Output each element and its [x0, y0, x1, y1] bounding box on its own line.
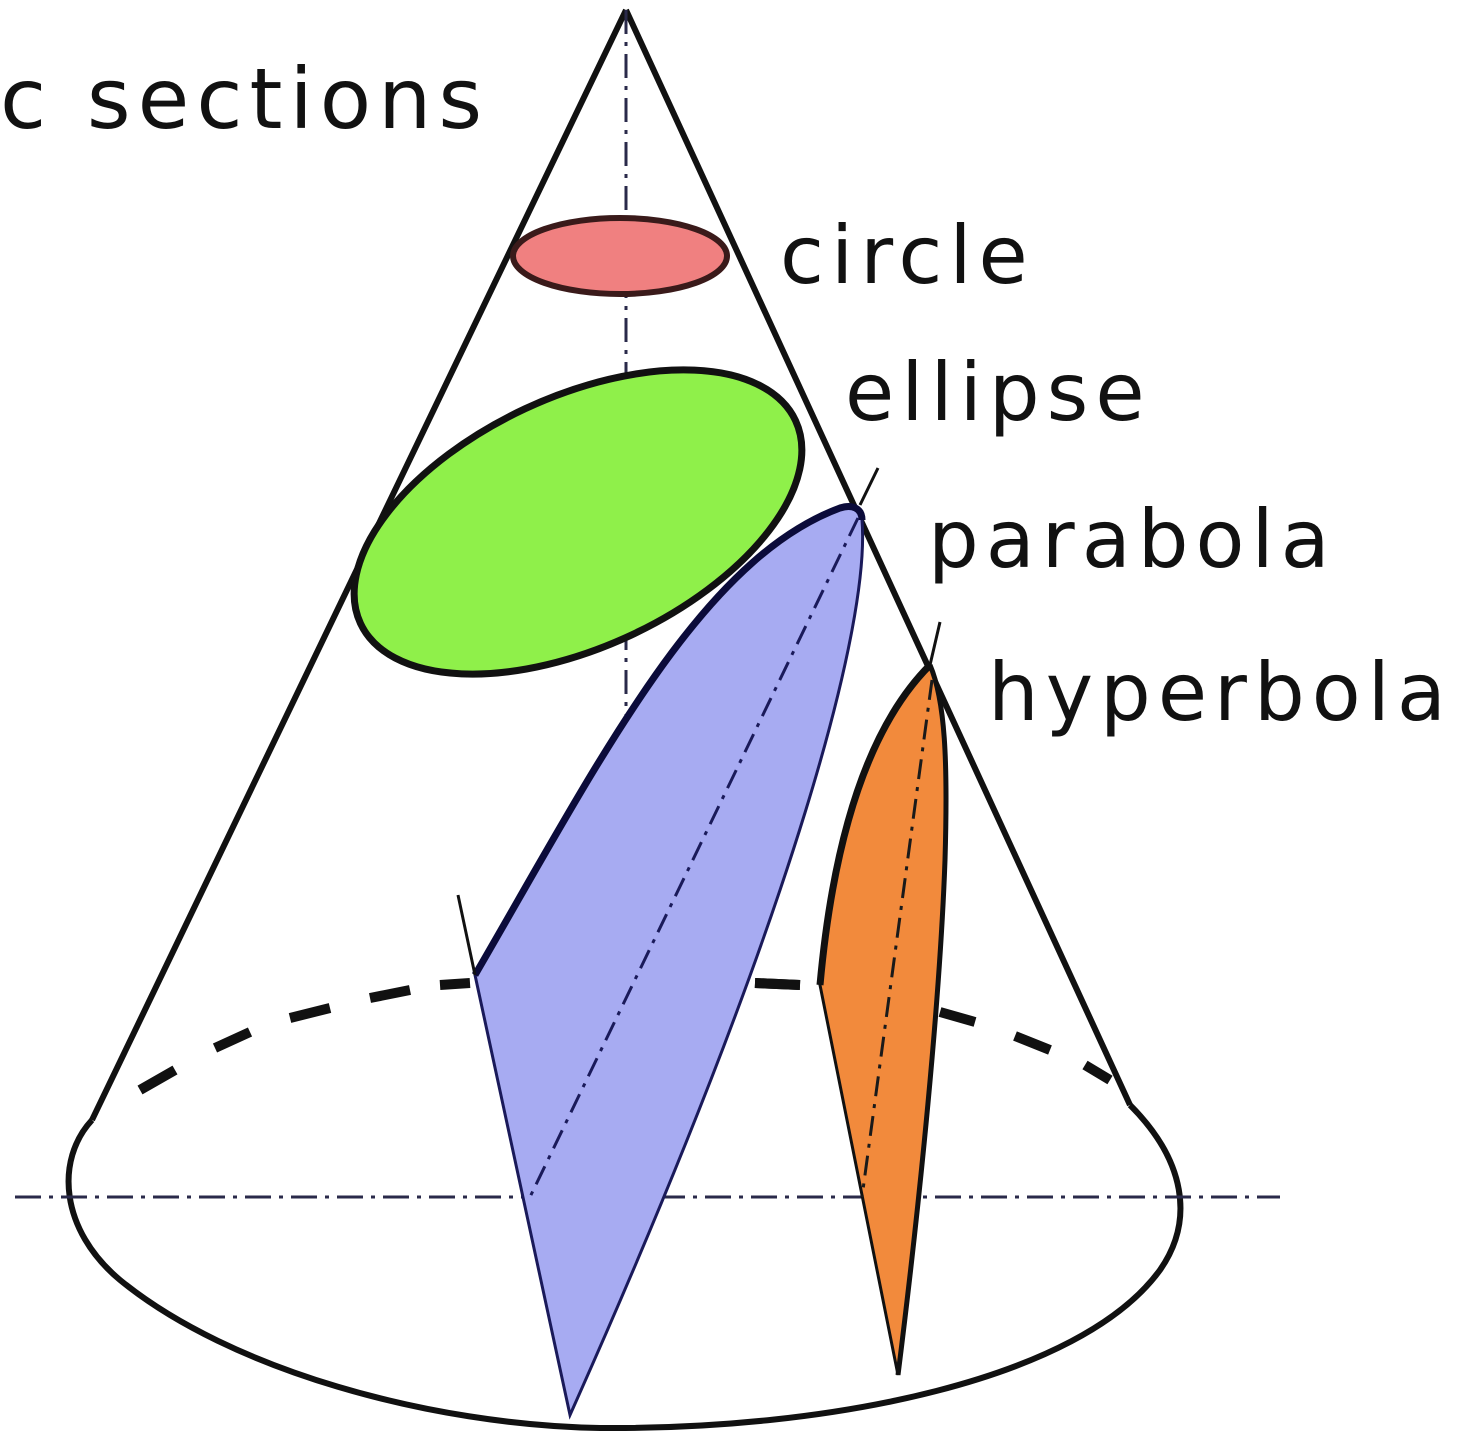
hyperbola-curve-edge — [816, 662, 933, 986]
cone-right-side — [623, 8, 1133, 1107]
cone-base-front — [65, 1102, 1184, 1432]
circle-section — [510, 215, 730, 297]
parabola-axis-dashed — [528, 517, 860, 1198]
label-hyperbola: hyperbola — [988, 646, 1453, 739]
label-parabola: parabola — [928, 493, 1337, 586]
base-back-dash-mid — [754, 978, 801, 990]
hyperbola-leader-line — [928, 621, 942, 666]
label-circle: circle — [780, 209, 1035, 302]
parabola-leader-line — [858, 467, 880, 506]
hyperbola-right-edge — [895, 664, 949, 1376]
label-ellipse: ellipse — [845, 346, 1152, 439]
parabola-tick — [456, 894, 477, 976]
hyperbola-section — [818, 662, 948, 1376]
figure-title: c sections — [0, 50, 489, 148]
parabola-curve-edge — [471, 503, 866, 977]
ellipse-section — [350, 366, 806, 678]
hyperbola-axis-dashed — [860, 679, 934, 1198]
